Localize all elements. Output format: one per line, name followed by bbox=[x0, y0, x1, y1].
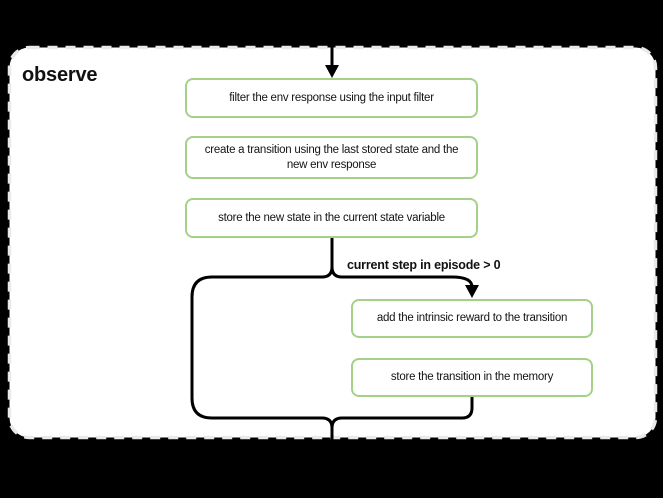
node-label: store the new state in the current state… bbox=[218, 211, 445, 224]
connector-condition-branch bbox=[330, 266, 474, 288]
arrowhead-down-icon bbox=[325, 65, 339, 78]
node-label: store the transition in the memory bbox=[390, 371, 554, 383]
node-label: add the intrinsic reward to the transiti… bbox=[376, 312, 568, 324]
connector-branch-return bbox=[330, 397, 474, 441]
node-store-new-state: store the new state in the current state… bbox=[185, 198, 478, 238]
node-create-transition: create a transition using the last store… bbox=[185, 136, 478, 179]
node-add-intrinsic-reward: add the intrinsic reward to the transiti… bbox=[351, 299, 593, 338]
condition-edge-label: current step in episode > 0 bbox=[347, 258, 501, 272]
node-filter-env-response: filter the env response using the input … bbox=[185, 78, 478, 118]
group-title-observe: observe bbox=[22, 64, 98, 86]
node-label: filter the env response using the input … bbox=[229, 91, 434, 104]
connector-bypass-loop bbox=[190, 238, 334, 441]
node-label: create a transition using the last store… bbox=[204, 143, 459, 171]
node-store-transition-memory: store the transition in the memory bbox=[351, 358, 593, 397]
arrowhead-down-icon bbox=[465, 285, 479, 298]
